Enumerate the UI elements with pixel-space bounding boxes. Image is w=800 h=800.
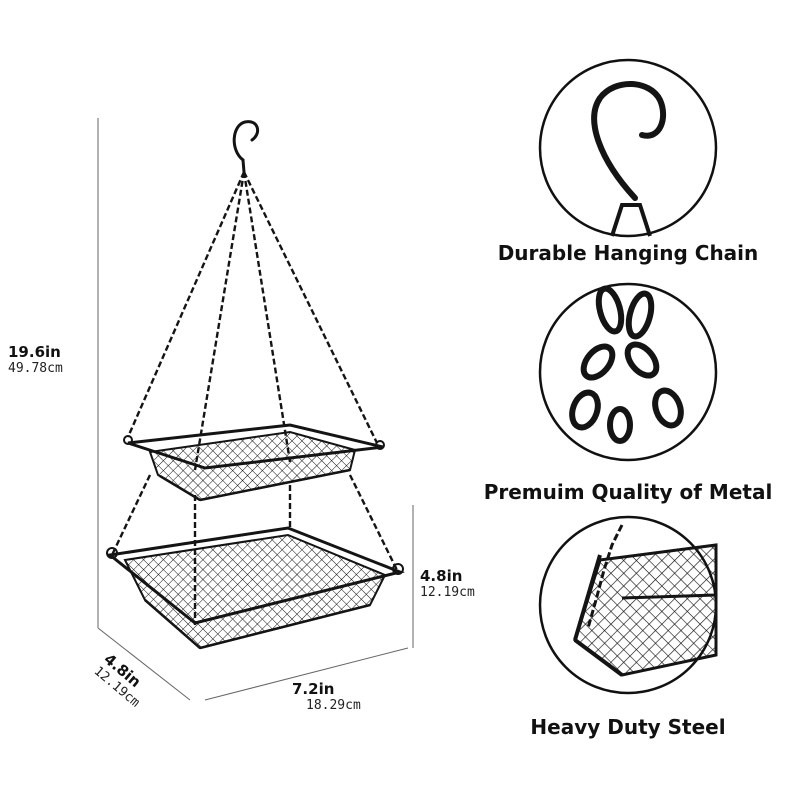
tier-height-cm: 12.19cm — [420, 585, 475, 600]
feature-label-heavy-duty-steel: Heavy Duty Steel — [530, 715, 726, 739]
width-dimension: 7.2in 18.29cm — [292, 680, 361, 713]
feature-label-quality-metal: Premuim Quality of Metal — [483, 480, 773, 504]
width-inches: 7.2in — [292, 680, 335, 698]
height-inches: 19.6in — [8, 343, 61, 361]
s-hook — [232, 120, 260, 174]
tier-height-dimension: 4.8in 12.19cm — [420, 567, 475, 600]
dimension-lines — [97, 118, 414, 701]
feature-circle-2 — [538, 282, 718, 462]
feature-circle-3 — [538, 515, 718, 695]
tier-height-inches: 4.8in — [420, 567, 463, 585]
width-cm: 18.29cm — [306, 698, 361, 713]
height-cm: 49.78cm — [8, 361, 63, 376]
feature-circle-1 — [538, 58, 718, 238]
top-tray — [123, 423, 385, 502]
feature-label-hanging-chain: Durable Hanging Chain — [497, 241, 759, 265]
height-dimension: 19.6in 49.78cm — [8, 343, 63, 376]
bottom-tray — [106, 526, 405, 650]
